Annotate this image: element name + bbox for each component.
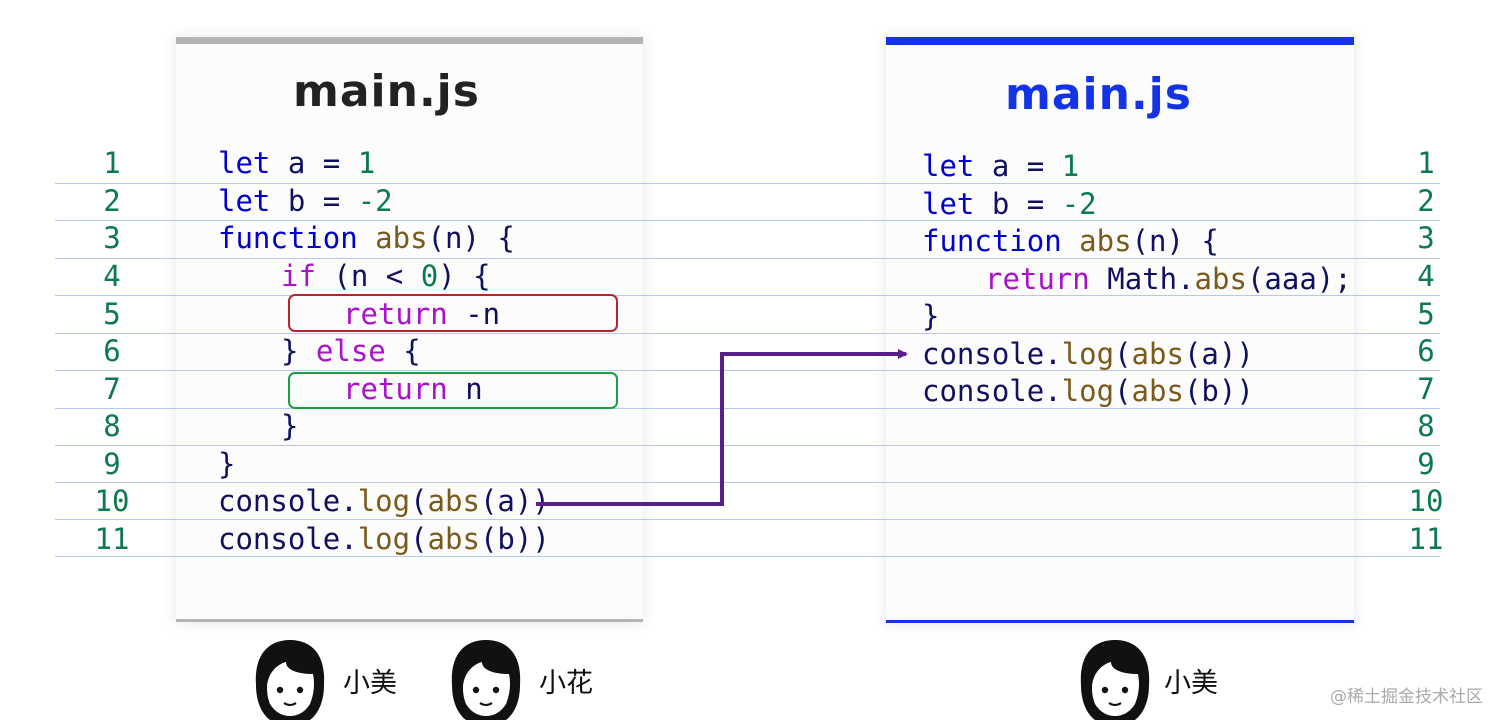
return-negative-highlight: [288, 294, 618, 332]
right-line-number: 9: [1417, 447, 1435, 481]
left-line-number: 6: [103, 334, 121, 368]
left-line-number: 11: [94, 522, 130, 556]
right-code-line-6: console.log(abs(a)): [922, 337, 1254, 371]
girl-avatar-icon: [254, 639, 326, 721]
right-line-number: 3: [1417, 221, 1435, 255]
left-code-line-4: if (n < 0) {: [281, 259, 491, 293]
left-code-line-7: return n: [343, 372, 483, 406]
right-code-line-7: console.log(abs(b)): [922, 374, 1254, 408]
right-line-number: 5: [1417, 297, 1435, 331]
left-line-number: 9: [103, 447, 121, 481]
watermark: @稀土掘金技术社区: [1330, 687, 1483, 707]
person-label-right-1: 小美: [1164, 668, 1218, 699]
right-code-line-2: let b = -2: [922, 187, 1097, 221]
left-file-panel: [176, 37, 643, 622]
right-line-number: 11: [1408, 522, 1444, 556]
left-code-line-11: console.log(abs(b)): [218, 522, 550, 556]
ruled-line: [55, 258, 1440, 259]
left-code-line-1: let a = 1: [218, 146, 376, 180]
left-code-line-10: console.log(abs(a)): [218, 484, 550, 518]
right-code-line-1: let a = 1: [922, 149, 1080, 183]
right-code-line-4: return Math.abs(aaa);: [985, 262, 1352, 296]
right-line-number: 1: [1417, 146, 1435, 180]
ruled-line: [55, 183, 1440, 184]
ruled-line: [55, 519, 1440, 520]
ruled-line: [55, 445, 1440, 446]
left-code-line-3: function abs(n) {: [218, 221, 515, 255]
left-code-line-6: } else {: [281, 334, 421, 368]
right-line-number: 7: [1417, 372, 1435, 406]
return-positive-highlight: [288, 372, 618, 409]
ruled-line: [55, 295, 1440, 296]
person-label-left-1: 小美: [343, 668, 397, 699]
right-line-number: 8: [1417, 409, 1435, 443]
left-line-number: 4: [103, 259, 121, 293]
ruled-line: [55, 333, 1440, 334]
right-code-line-3: function abs(n) {: [922, 224, 1219, 258]
left-file-title: main.js: [293, 66, 480, 117]
right-line-number: 2: [1417, 184, 1435, 218]
ruled-line: [55, 370, 1440, 371]
left-line-number: 10: [94, 484, 130, 518]
left-line-number: 5: [103, 297, 121, 331]
left-line-number: 2: [103, 184, 121, 218]
right-line-number: 10: [1408, 484, 1444, 518]
left-line-number: 3: [103, 221, 121, 255]
left-line-number: 8: [103, 409, 121, 443]
left-code-line-8: }: [281, 409, 299, 443]
left-code-line-9: }: [218, 447, 236, 481]
right-file-title: main.js: [1005, 69, 1192, 120]
girl-avatar-icon: [450, 639, 522, 721]
person-label-left-2: 小花: [539, 668, 593, 699]
ruled-line: [55, 408, 1440, 409]
right-file-panel: [886, 37, 1354, 623]
left-code-line-2: let b = -2: [218, 184, 393, 218]
ruled-line: [55, 556, 1440, 557]
left-code-line-5: return -n: [343, 297, 501, 331]
left-line-number: 1: [103, 146, 121, 180]
girl-avatar-icon: [1079, 639, 1151, 721]
right-code-line-5: }: [922, 299, 940, 333]
right-line-number: 4: [1417, 259, 1435, 293]
call-flow-arrow: [536, 349, 908, 506]
ruled-line: [55, 482, 1440, 483]
ruled-line: [55, 220, 1440, 221]
right-line-number: 6: [1417, 334, 1435, 368]
left-line-number: 7: [103, 372, 121, 406]
